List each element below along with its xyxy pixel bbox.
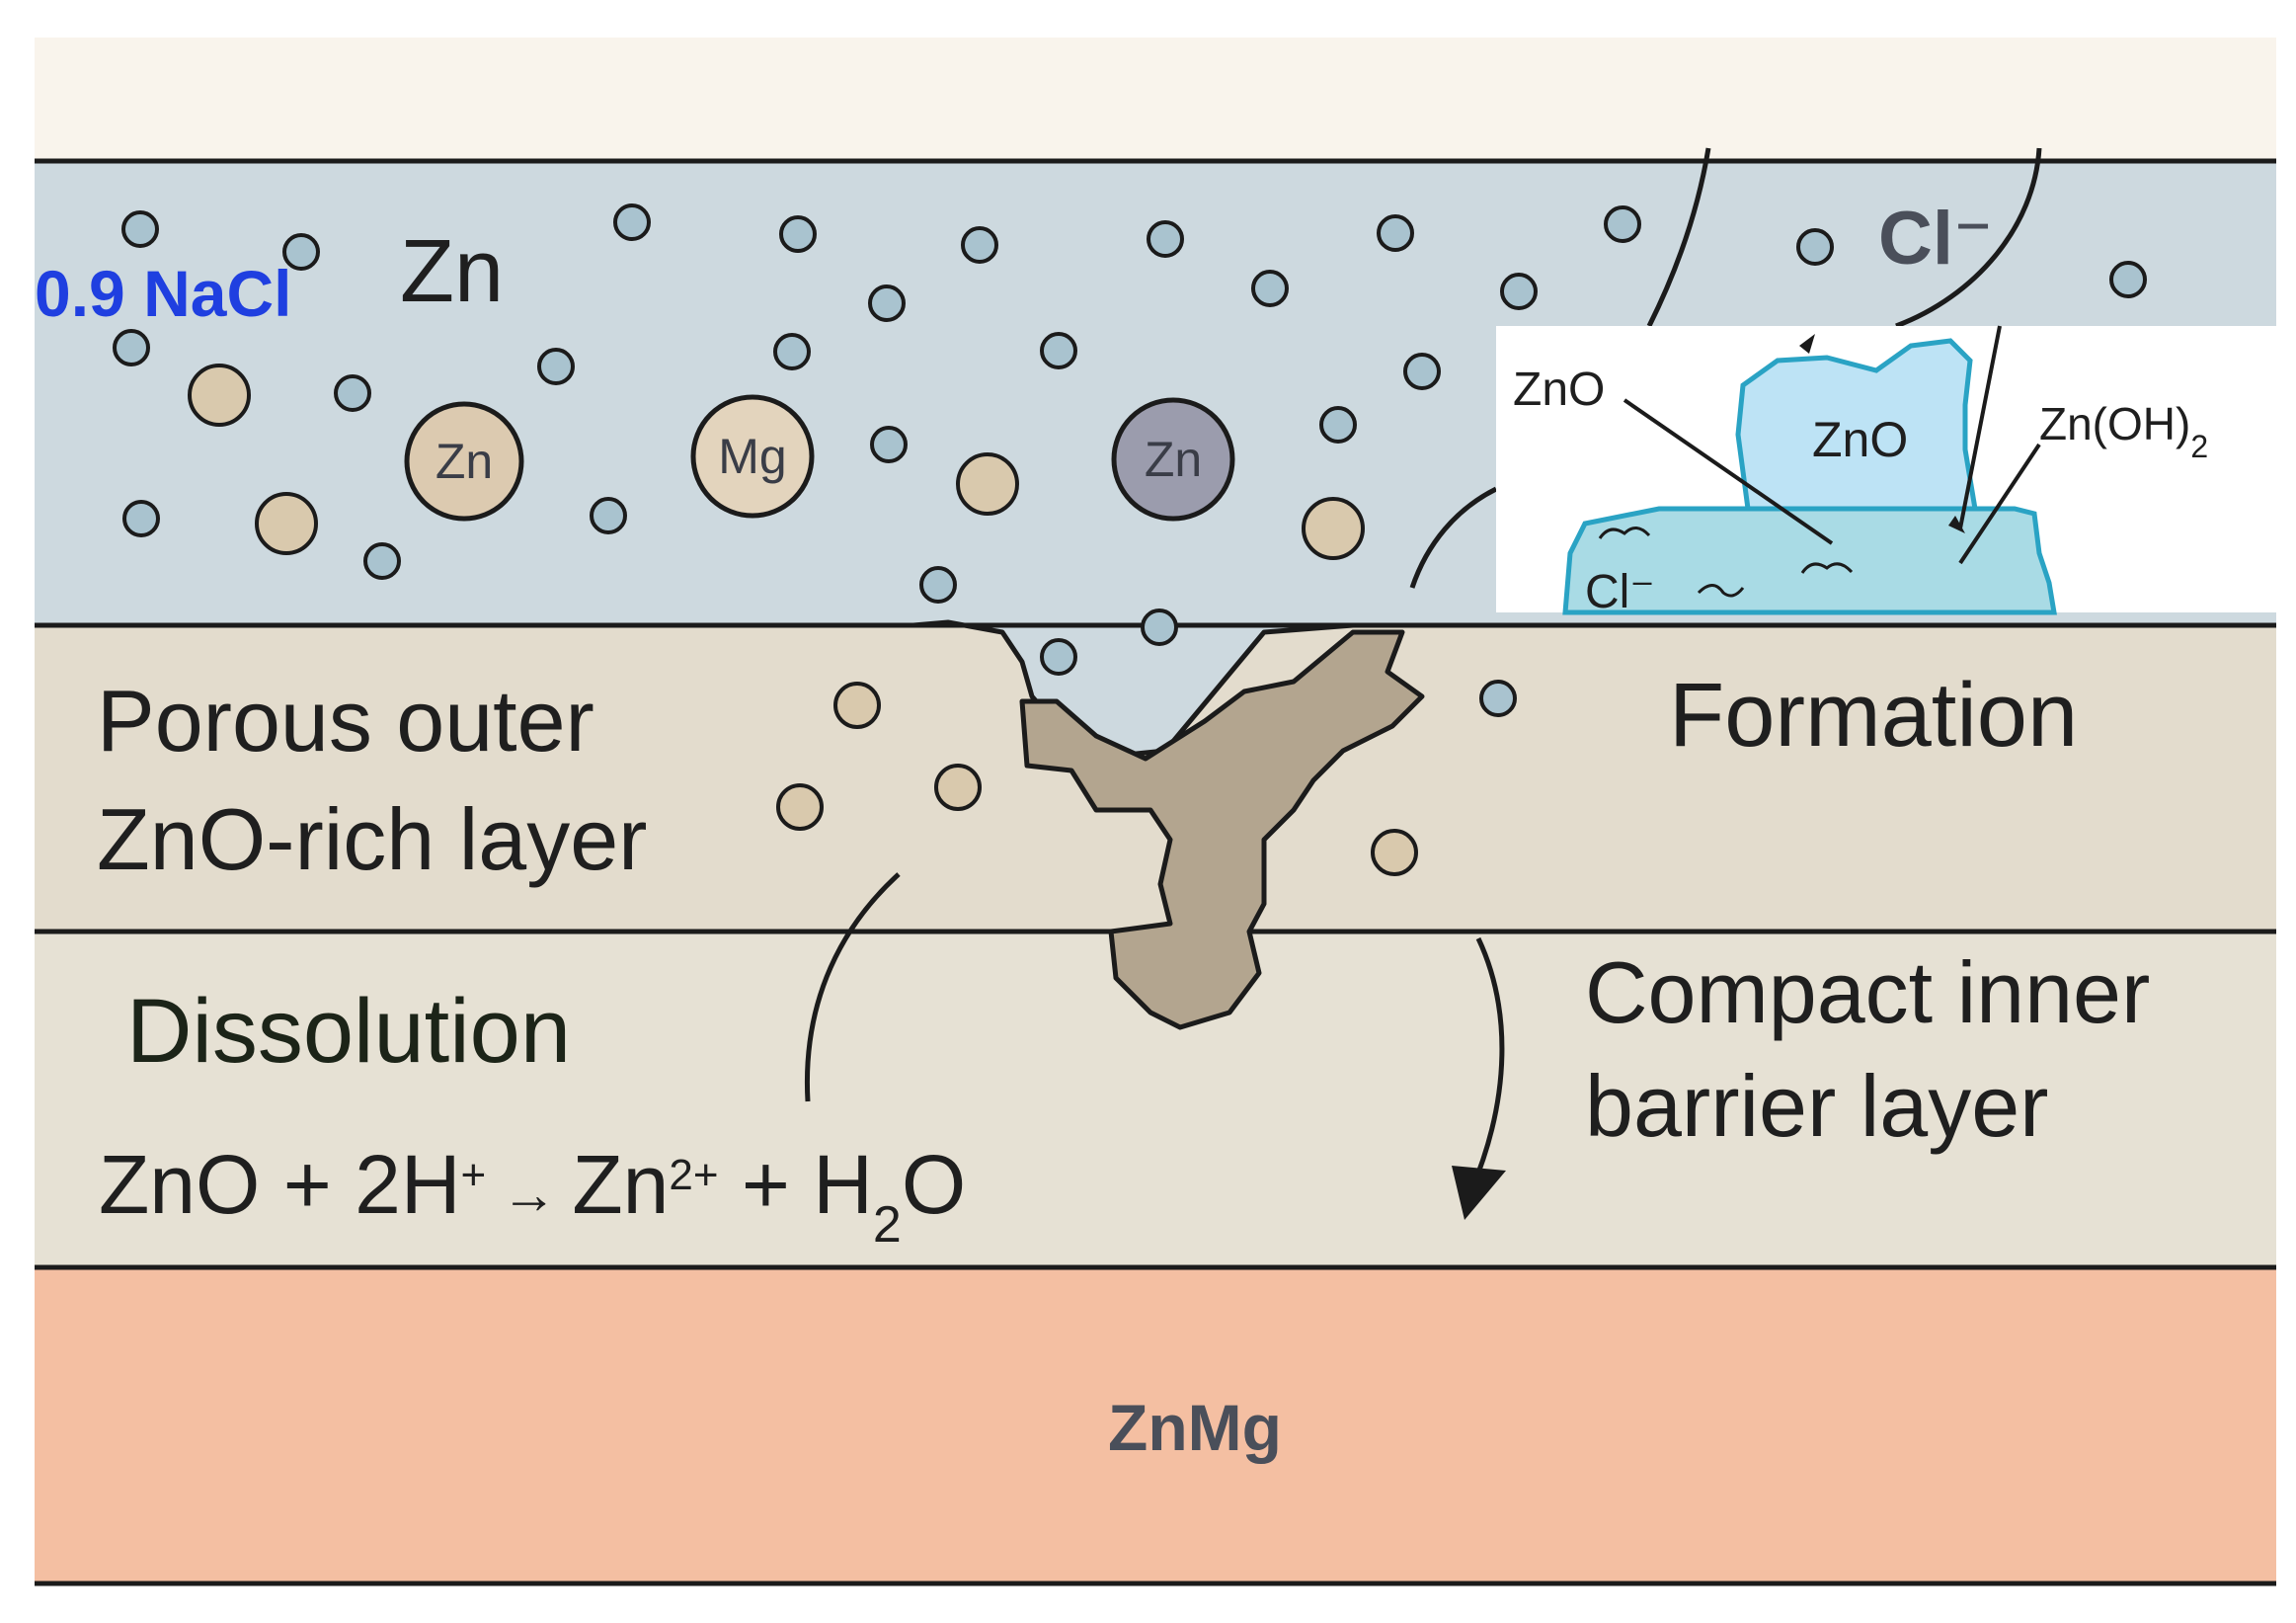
ion bbox=[613, 203, 651, 241]
ion bbox=[334, 374, 371, 412]
particle-zn-1: Zn bbox=[404, 401, 524, 522]
layer-boundaries bbox=[35, 158, 2276, 1586]
inset-arrowhead bbox=[1799, 334, 1815, 354]
dissolution-arrow bbox=[804, 872, 901, 1102]
ion bbox=[1251, 270, 1289, 307]
inset-zno-left-label: ZnO bbox=[1513, 364, 1605, 416]
outer-layer-line2: ZnO-rich layer bbox=[97, 790, 647, 888]
particle bbox=[188, 364, 251, 427]
eq-zno: ZnO bbox=[99, 1138, 260, 1231]
particle bbox=[1371, 829, 1418, 876]
substrate-label: ZnMg bbox=[1108, 1391, 1282, 1464]
ion bbox=[773, 333, 811, 370]
eq-arrow: → bbox=[486, 1163, 572, 1225]
inset-deposit-panel: ZnO ZnO Zn(OH)2 Cl⁻ bbox=[1496, 325, 2276, 618]
inset-znoh2-label: Zn(OH)2 bbox=[2039, 398, 2208, 464]
eq-h: + H bbox=[719, 1138, 873, 1231]
eq-2h-sup: + bbox=[460, 1151, 486, 1199]
eq-zn: Zn bbox=[572, 1138, 669, 1231]
ion bbox=[363, 542, 401, 580]
ion bbox=[868, 284, 906, 322]
inset-deposit-top bbox=[1735, 338, 1978, 512]
ion bbox=[1040, 332, 1077, 369]
barrier-arrowhead bbox=[1452, 1166, 1506, 1220]
outer-layer-line1: Porous outer bbox=[97, 672, 594, 770]
ion bbox=[779, 215, 817, 253]
inset-zno-center-label: ZnO bbox=[1812, 412, 1908, 467]
inset-arrow-head-2 bbox=[1948, 516, 1965, 533]
electrolyte-ions bbox=[113, 203, 2147, 717]
particle bbox=[956, 452, 1019, 516]
eq-zn-sup: 2+ bbox=[669, 1151, 718, 1199]
ion bbox=[961, 226, 998, 264]
ion bbox=[1403, 353, 1441, 390]
dissolution-equation: ZnO + 2H+ → Zn2+ + H2O bbox=[99, 1138, 966, 1254]
eq-h-sub: 2 bbox=[873, 1196, 902, 1254]
inset-znoh2-main: Zn(OH) bbox=[2039, 398, 2190, 449]
top-cream-band bbox=[35, 38, 2276, 161]
ion bbox=[537, 348, 575, 385]
ion bbox=[122, 500, 160, 537]
ion bbox=[1147, 220, 1184, 258]
particle-zn-2: Zn bbox=[1111, 397, 1235, 522]
particle-zn-2-label: Zn bbox=[1145, 432, 1202, 487]
particle bbox=[255, 492, 318, 555]
eq-o: O bbox=[902, 1138, 966, 1231]
particle-mg: Mg bbox=[690, 394, 815, 519]
chloride-paths bbox=[1409, 147, 2042, 589]
ion bbox=[1377, 214, 1414, 252]
ion bbox=[870, 426, 908, 463]
chloride-ion-label: Cl⁻ bbox=[1878, 197, 1993, 281]
formation-label: Formation bbox=[1669, 665, 2078, 766]
ion bbox=[590, 497, 627, 534]
inner-layer-line1: Compact inner bbox=[1585, 943, 2150, 1041]
particle bbox=[776, 783, 824, 831]
inset-squiggles bbox=[1598, 527, 1854, 598]
zinc-particles bbox=[188, 364, 1418, 876]
particle bbox=[1302, 497, 1365, 560]
eq-2h: + 2H bbox=[260, 1138, 460, 1231]
ion bbox=[1319, 406, 1357, 444]
particle bbox=[934, 764, 982, 811]
particle-mg-label: Mg bbox=[718, 429, 786, 484]
ion bbox=[282, 233, 320, 271]
ion bbox=[113, 329, 150, 366]
ion bbox=[919, 566, 957, 604]
inset-leader-lines bbox=[1623, 325, 2041, 565]
ion bbox=[1040, 638, 1077, 676]
electrolyte-label: 0.9 NaCl bbox=[35, 257, 291, 330]
inset-znoh2-sub: 2 bbox=[2190, 429, 2208, 464]
particle bbox=[833, 682, 881, 729]
pit-corrosion-product bbox=[1019, 629, 1425, 1030]
substrate-region bbox=[35, 1267, 2276, 1583]
ion bbox=[1141, 609, 1178, 646]
ion bbox=[1479, 680, 1517, 717]
ion bbox=[1604, 205, 1641, 243]
ion bbox=[121, 210, 159, 248]
inner-layer-line2: barrier layer bbox=[1585, 1057, 2048, 1155]
particle-zn-1-label: Zn bbox=[435, 434, 493, 489]
ion bbox=[1500, 273, 1538, 310]
inset-deposit-base bbox=[1562, 506, 2057, 615]
top-layer-label: Zn bbox=[400, 222, 504, 321]
ion bbox=[2109, 261, 2147, 298]
barrier-arrow bbox=[1468, 936, 1505, 1191]
ion bbox=[1796, 228, 1834, 266]
dissolution-label: Dissolution bbox=[126, 981, 571, 1082]
inset-cl-label: Cl⁻ bbox=[1585, 566, 1655, 618]
